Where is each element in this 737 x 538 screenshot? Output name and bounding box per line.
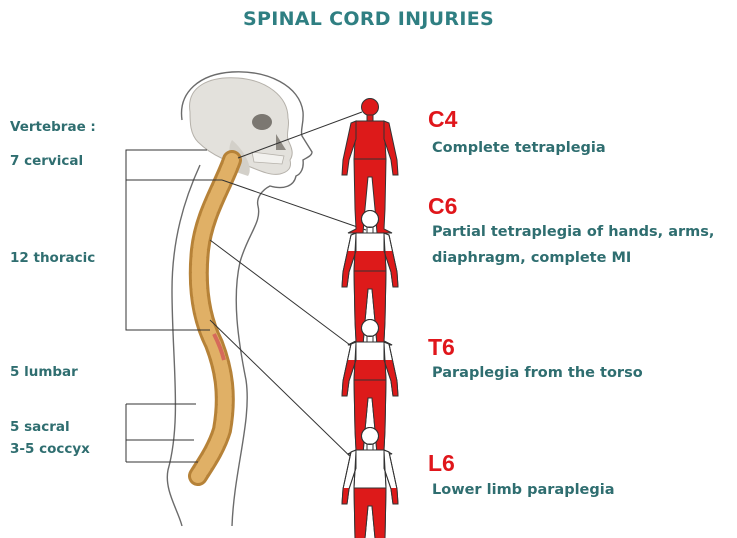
label-lumbar: 5 lumbar [10,364,78,380]
level-t6: T6 [428,334,455,360]
description-c6-line1: Partial tetraplegia of hands, arms, [432,224,715,240]
description-c4: Complete tetraplegia [432,140,606,156]
label-thoracic: 12 thoracic [10,250,96,266]
level-c6: C6 [428,193,458,219]
label-sacral: 5 sacral [10,419,70,435]
description-l6: Lower limb paraplegia [432,482,615,498]
vertebrae-header: Vertebrae : [10,119,96,135]
vertebrae-brackets [125,149,222,463]
level-l6: L6 [428,450,455,476]
label-coccyx: 3-5 coccyx [10,441,90,457]
page-title: SPINAL CORD INJURIES [243,8,494,30]
description-t6: Paraplegia from the torso [432,365,643,381]
description-c6-line2: diaphragm, complete MI [432,250,632,266]
level-c4: C4 [428,106,458,132]
label-cervical: 7 cervical [10,153,84,169]
figure-l6 [341,427,399,538]
connector-lines [209,111,367,469]
body-outline [180,71,313,527]
